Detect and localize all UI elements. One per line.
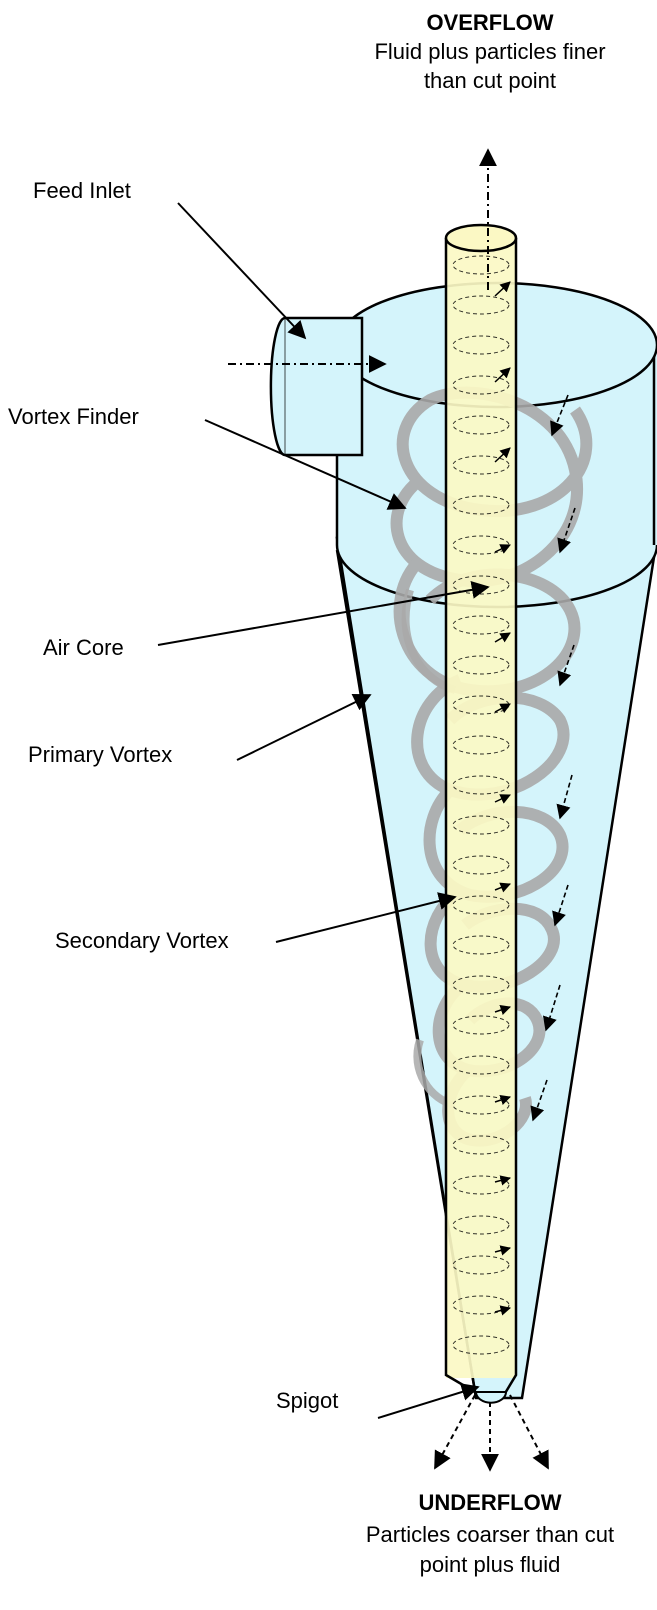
spigot-leader — [378, 1387, 478, 1418]
feed-inlet-leader — [178, 203, 305, 338]
underflow-title: UNDERFLOW — [419, 1490, 562, 1515]
secondary-vortex-label: Secondary Vortex — [55, 928, 229, 953]
feed-inlet-label: Feed Inlet — [33, 178, 131, 203]
spigot-shape — [476, 1392, 506, 1403]
overflow-line2: than cut point — [424, 68, 556, 93]
primary-vortex-label: Primary Vortex — [28, 742, 172, 767]
underflow-line2: point plus fluid — [420, 1552, 561, 1577]
vortex-finder-label: Vortex Finder — [8, 404, 139, 429]
vortex-finder-top — [446, 225, 516, 251]
underflow-arrow-right — [510, 1395, 548, 1468]
underflow-line1: Particles coarser than cut — [366, 1522, 614, 1547]
spigot-label: Spigot — [276, 1388, 338, 1413]
overflow-title: OVERFLOW — [426, 10, 553, 35]
air-core-tube — [446, 238, 516, 1378]
underflow-arrow-left — [435, 1395, 475, 1468]
air-core-label: Air Core — [43, 635, 124, 660]
primary-vortex-leader — [237, 695, 370, 760]
overflow-line1: Fluid plus particles finer — [374, 39, 605, 64]
